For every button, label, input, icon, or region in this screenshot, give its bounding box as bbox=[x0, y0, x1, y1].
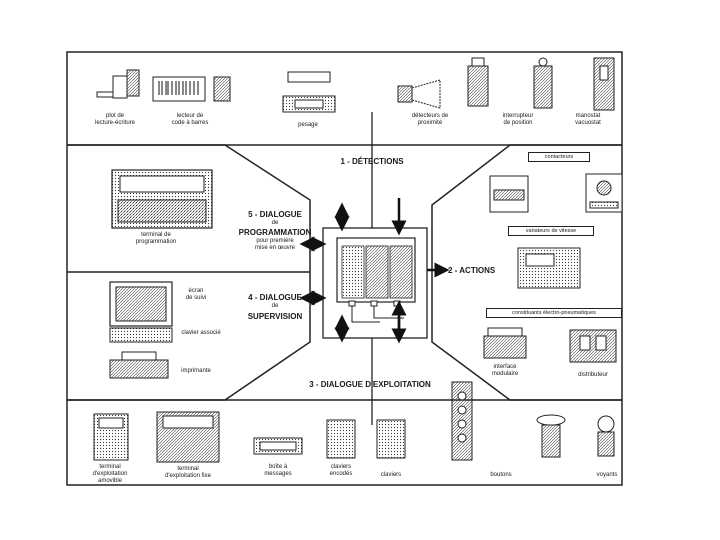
automate-icon bbox=[322, 227, 428, 339]
label-contacteurs: contacteurs bbox=[528, 152, 590, 162]
pressure-switch-icon bbox=[593, 57, 615, 111]
fixed-terminal-icon bbox=[156, 411, 220, 463]
title-actions: 2 - ACTIONS bbox=[448, 266, 496, 275]
position-switch-icon bbox=[533, 57, 553, 109]
keyboard-icon bbox=[109, 327, 173, 343]
label-pneumatiques: constituants électro-pneumatiques bbox=[486, 308, 622, 318]
title-exploitation: 3 - DIALOGUE D'EXPLOITATION bbox=[309, 380, 431, 389]
title-detections: 1 - DÉTECTIONS bbox=[340, 157, 404, 166]
keypad-icon bbox=[376, 419, 406, 459]
printer-icon bbox=[109, 351, 169, 379]
label-keypads: claviers bbox=[380, 472, 402, 478]
label-buttons: boutons bbox=[490, 472, 512, 478]
proximity-sensor-icon bbox=[397, 79, 441, 109]
message-box-icon bbox=[253, 437, 303, 455]
contactor-icon bbox=[489, 175, 529, 213]
label-lights: voyants bbox=[596, 472, 618, 478]
label-keyboard: clavier associé bbox=[181, 330, 221, 336]
valve-distributor-icon bbox=[569, 329, 617, 363]
limit-switch-sensor-icon bbox=[467, 57, 489, 107]
removable-terminal-icon bbox=[93, 413, 129, 461]
label-variateurs: variateurs de vitesse bbox=[508, 226, 594, 236]
contactor-relay-icon bbox=[585, 173, 623, 213]
indicator-light-icon bbox=[597, 415, 615, 457]
outer-frame bbox=[66, 51, 623, 486]
barcode-reader-icon bbox=[152, 76, 231, 102]
modular-interface-icon bbox=[483, 327, 527, 359]
label-printer: imprimante bbox=[181, 368, 211, 374]
label-distributor: distributeur bbox=[578, 372, 608, 378]
label-scale: pesage bbox=[298, 122, 318, 128]
monitor-icon bbox=[109, 281, 173, 327]
encoded-keypad-icon bbox=[326, 419, 356, 459]
programming-terminal-icon bbox=[111, 169, 213, 229]
pushbutton-station-icon bbox=[451, 381, 473, 461]
emergency-button-icon bbox=[536, 414, 566, 458]
scale-icon bbox=[282, 71, 336, 113]
badge-reader-icon bbox=[96, 69, 140, 99]
speed-drive-icon bbox=[517, 247, 581, 289]
arrows bbox=[299, 198, 450, 344]
